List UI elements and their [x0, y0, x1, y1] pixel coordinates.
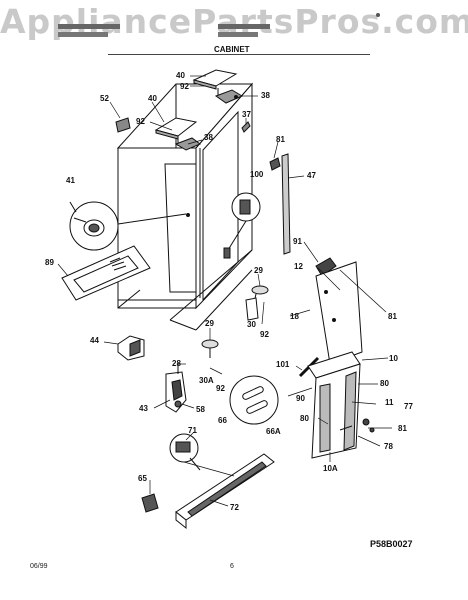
callout-92-top: 92	[180, 82, 189, 91]
callout-71: 71	[188, 426, 197, 435]
callout-10a: 10A	[323, 464, 338, 473]
callout-11: 11	[385, 398, 394, 407]
callout-38-top: 38	[261, 91, 270, 100]
detail-circle-71	[169, 433, 201, 471]
detail-circle-66	[229, 375, 279, 425]
block-44	[117, 335, 145, 361]
callout-30a: 30A	[199, 376, 214, 385]
callout-89: 89	[45, 258, 54, 267]
callout-29-upper: 29	[254, 266, 263, 275]
callout-91: 91	[293, 237, 302, 246]
callout-40-top: 40	[176, 71, 185, 80]
footer-page: 6	[230, 563, 234, 570]
header-mark	[374, 10, 384, 22]
callout-81-bottom: 81	[398, 424, 407, 433]
callout-78: 78	[384, 442, 393, 451]
callout-65: 65	[138, 474, 147, 483]
callout-18: 18	[290, 312, 299, 321]
callout-92-bottom: 92	[216, 384, 225, 393]
top-hinge-upper	[192, 69, 238, 96]
fastener-77	[362, 418, 375, 433]
callout-40-lower: 40	[148, 94, 157, 103]
leveling-leg-lower	[201, 339, 219, 358]
callout-43: 43	[139, 404, 148, 413]
callout-12: 12	[294, 262, 303, 271]
callout-28: 28	[172, 359, 181, 368]
callout-77: 77	[404, 402, 413, 411]
callout-44: 44	[90, 336, 99, 345]
panel-10	[307, 351, 361, 459]
callout-92-right: 92	[260, 330, 269, 339]
callout-38-lower: 38	[204, 133, 213, 142]
vent-panel-89	[61, 245, 151, 301]
leader-lines	[57, 75, 392, 507]
callout-41: 41	[66, 176, 75, 185]
callout-52: 52	[100, 94, 109, 103]
grille-72	[175, 453, 275, 530]
callout-29-lower: 29	[205, 319, 214, 328]
screw-81-top	[269, 157, 281, 171]
callout-81-top: 81	[276, 135, 285, 144]
callout-92-lower: 92	[136, 117, 145, 126]
callout-90: 90	[296, 394, 305, 403]
callout-80-right: 80	[380, 379, 389, 388]
callout-81-right: 81	[388, 312, 397, 321]
footer-date: 06/99	[30, 563, 48, 570]
header-smudge-right	[218, 22, 278, 42]
roller-assembly-43	[165, 362, 187, 413]
strip-47	[281, 153, 291, 255]
callout-58: 58	[196, 405, 205, 414]
detail-circle-41	[69, 201, 187, 251]
detail-circle-100	[223, 192, 261, 259]
callout-30: 30	[247, 320, 256, 329]
section-title: CABINET	[214, 45, 250, 54]
callout-37: 37	[242, 110, 251, 119]
model-code: P58B0027	[370, 539, 413, 549]
hinge-cover-52	[115, 117, 131, 133]
callout-66a: 66A	[266, 427, 281, 436]
callout-80-left: 80	[300, 414, 309, 423]
leveling-leg-upper	[245, 285, 269, 321]
callout-101: 101	[276, 360, 290, 369]
header-smudge-left	[58, 22, 128, 42]
clip-65	[141, 493, 159, 513]
callout-66: 66	[218, 416, 227, 425]
callout-100: 100	[250, 170, 264, 179]
callout-72: 72	[230, 503, 239, 512]
callout-47: 47	[307, 171, 316, 180]
title-rule	[108, 54, 370, 55]
callout-10: 10	[389, 354, 398, 363]
bracket-91	[315, 257, 363, 365]
